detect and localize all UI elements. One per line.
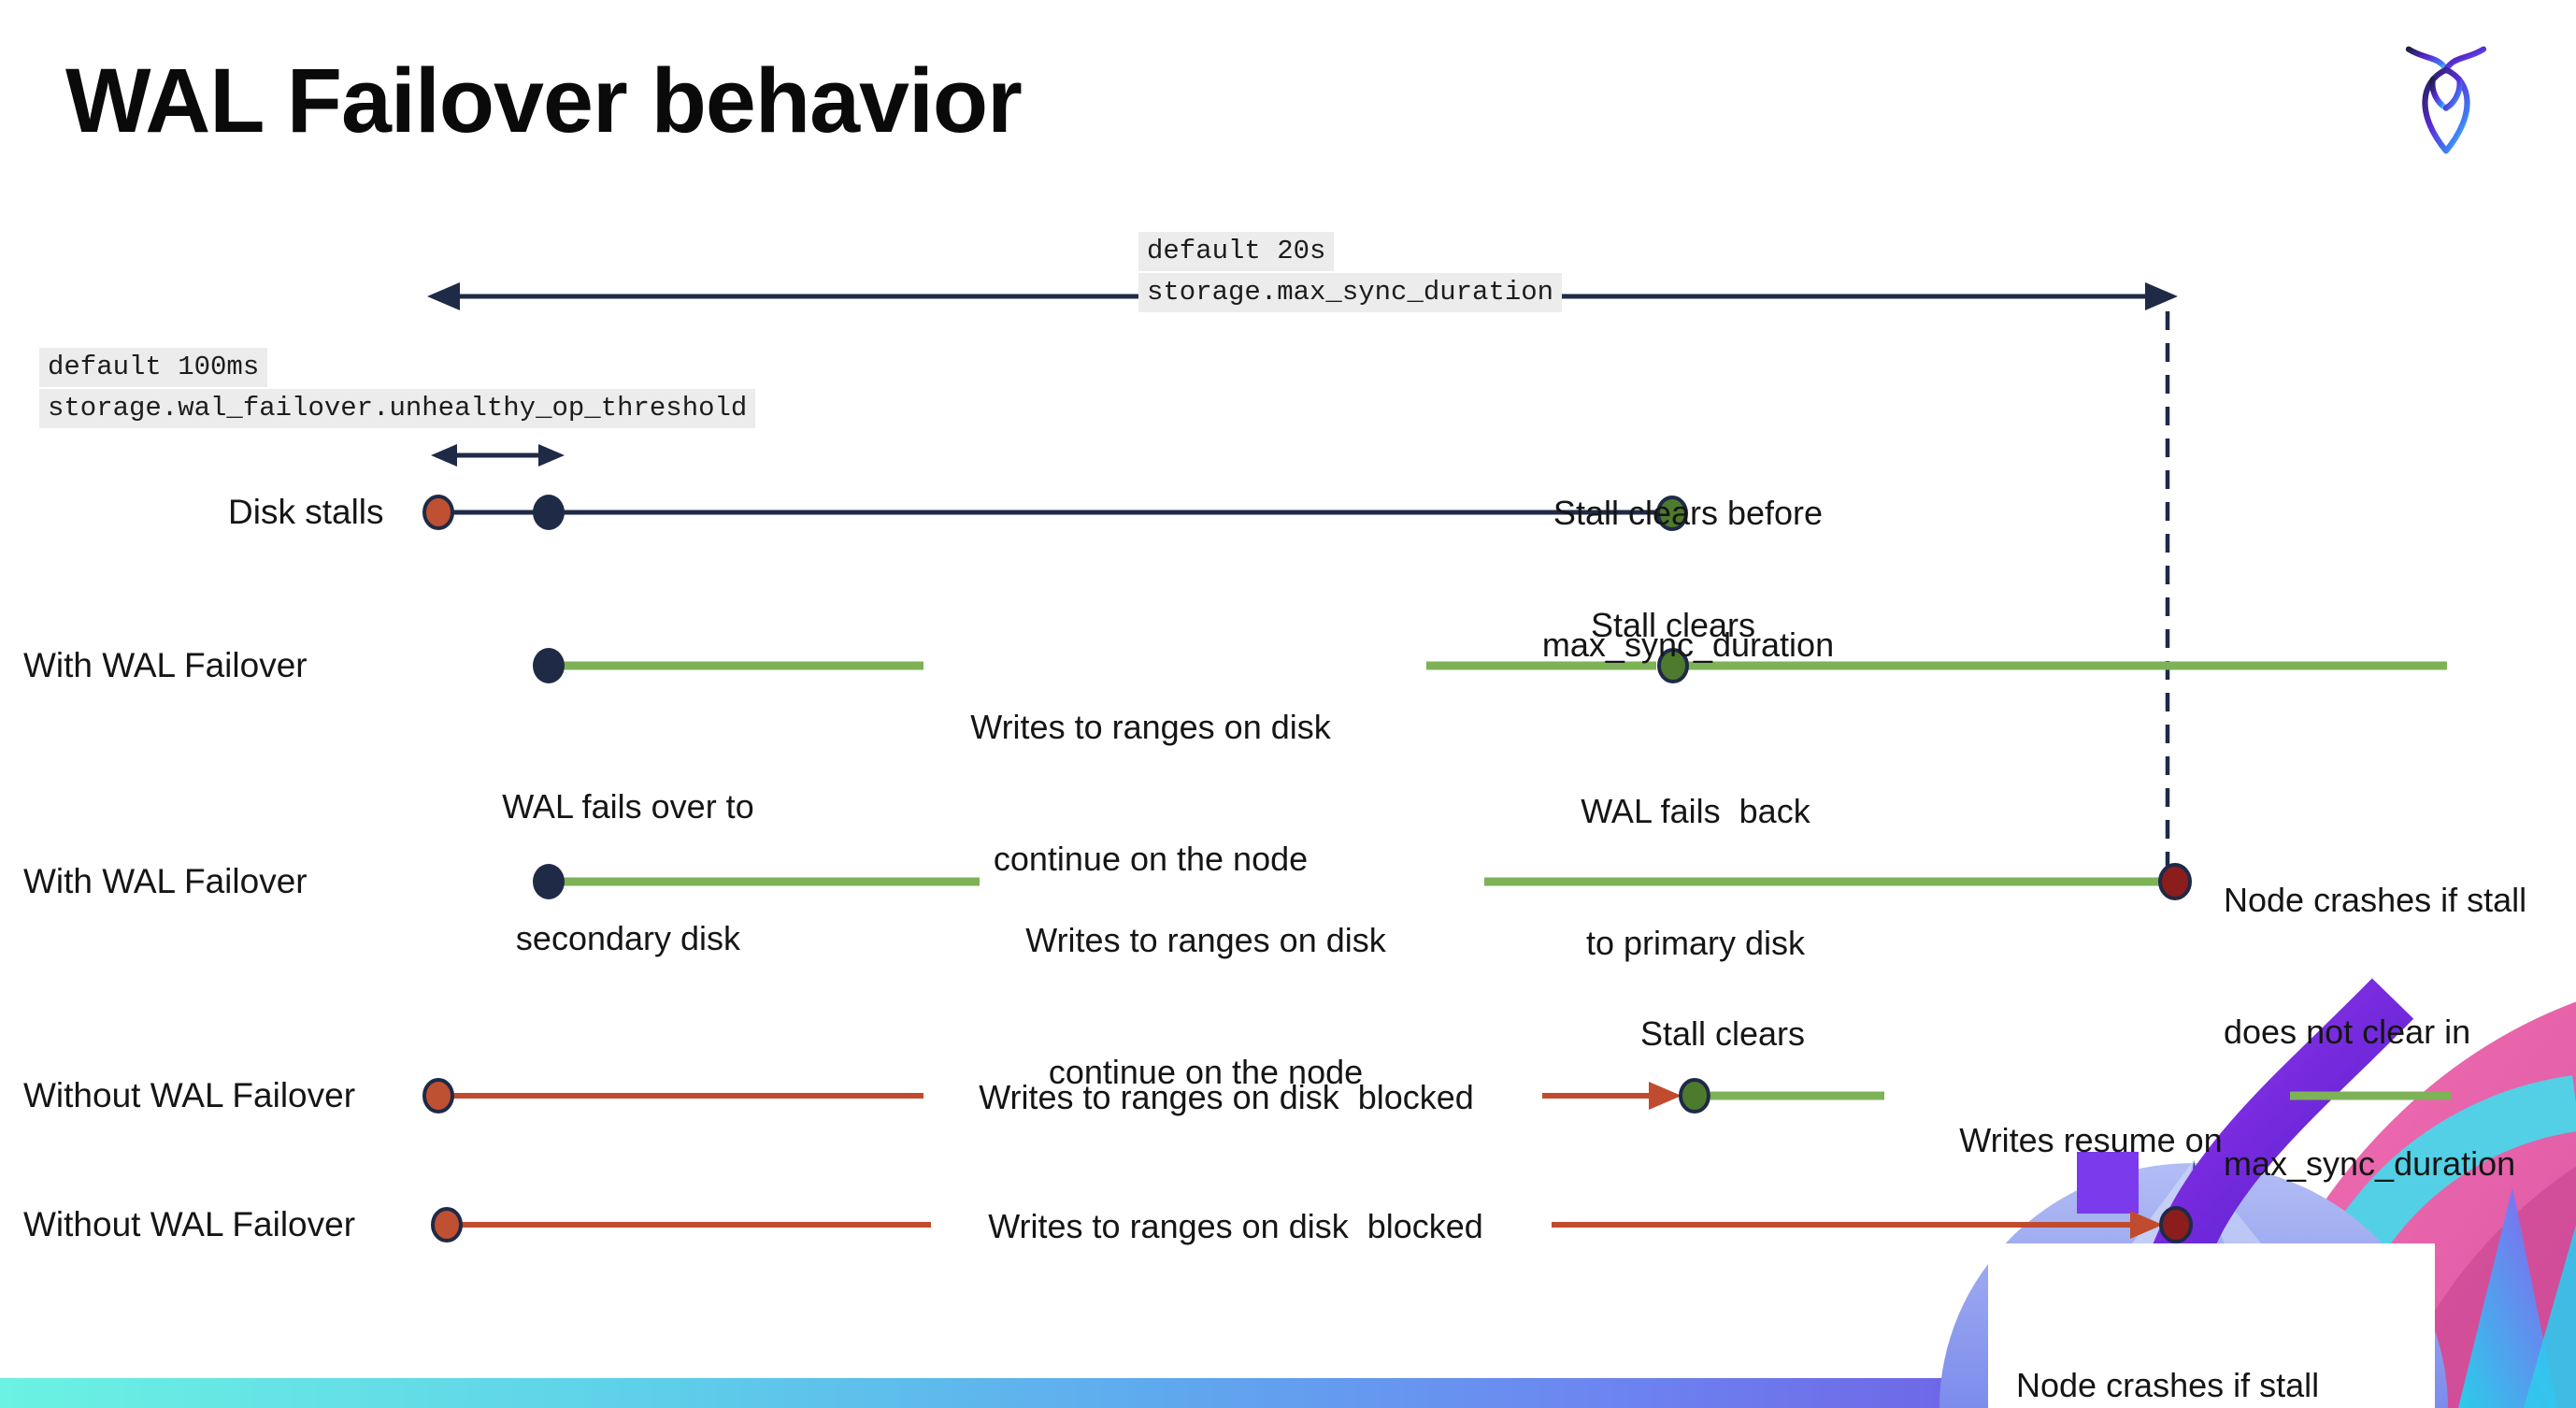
node-crashes-label-row3: Node crashes if stall does not clear in …	[2224, 881, 2527, 1183]
node-crash-dot	[2158, 863, 2192, 900]
writes-blocked-label-2: Writes to ranges on disk blocked	[988, 1207, 1483, 1245]
wal-fails-back-label: WAL fails back to primary disk	[1581, 792, 1810, 962]
threshold-dot	[533, 495, 565, 530]
row-label-with-wal-failover-1: With WAL Failover	[23, 646, 308, 684]
code-default-value: default 20s	[1138, 232, 1335, 271]
writes-continue-label-1: Writes to ranges on disk continue on the…	[970, 708, 1331, 878]
stall-clears-before-label: Stall clears before max_sync_duration	[1541, 494, 1835, 664]
stall-clears-label-row4: Stall clears	[1639, 1014, 1806, 1053]
writes-blocked-label-1: Writes to ranges on disk blocked	[979, 1078, 1474, 1116]
timeline-without-wal-failover-2	[431, 1206, 2193, 1243]
stall-start-dot	[422, 1078, 454, 1113]
timeline-with-wal-failover-2	[533, 863, 2192, 900]
stall-start-dot	[422, 495, 454, 530]
code-default-value: default 100ms	[39, 348, 268, 387]
row-label-with-wal-failover-2: With WAL Failover	[23, 862, 308, 900]
stall-start-dot	[431, 1207, 463, 1243]
stall-clears-dot	[1656, 496, 1688, 531]
unhealthy-op-threshold-label: default 100ms storage.wal_failover.unhea…	[39, 348, 756, 430]
max-sync-duration-label: default 20s storage.max_sync_duration	[1138, 232, 1563, 314]
writes-continue-label-2: Writes to ranges on disk continue on the…	[1025, 921, 1386, 1091]
row-label-without-wal-failover-1: Without WAL Failover	[23, 1076, 356, 1114]
timeline-disk-stalls	[422, 495, 1688, 531]
arrowhead	[1649, 1082, 1682, 1110]
stall-clears-label-row2: Stall clears	[1590, 606, 1756, 644]
wal-fails-over-label: WAL fails over to secondary disk	[502, 787, 754, 957]
failover-dot	[533, 864, 565, 899]
row-label-disk-stalls: Disk stalls	[228, 493, 384, 531]
node-crashes-callout-row5: Node crashes if stall does not clear in …	[1988, 1243, 2435, 1408]
page-title: WAL Failover behavior	[65, 50, 1023, 151]
node-crash-dot	[2159, 1206, 2193, 1243]
stall-clears-dot	[1679, 1078, 1710, 1113]
cockroachdb-logo-icon	[2395, 43, 2497, 159]
code-setting-name: storage.wal_failover.unhealthy_op_thresh…	[39, 389, 756, 428]
timeline-with-wal-failover-1	[533, 648, 2447, 683]
failover-dot	[533, 648, 565, 683]
timeline-without-wal-failover-1	[422, 1078, 2451, 1113]
row-label-without-wal-failover-2: Without WAL Failover	[23, 1205, 356, 1243]
stall-clears-dot	[1657, 648, 1689, 683]
code-setting-name: storage.max_sync_duration	[1138, 273, 1563, 312]
unhealthy-op-threshold-arrow	[431, 444, 565, 467]
arrowhead	[2130, 1211, 2163, 1239]
